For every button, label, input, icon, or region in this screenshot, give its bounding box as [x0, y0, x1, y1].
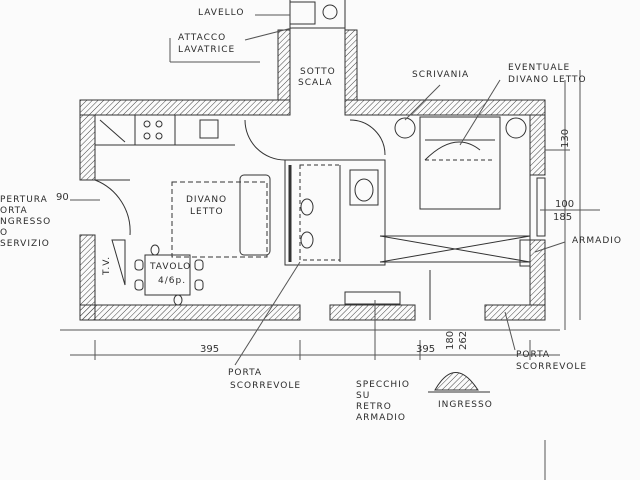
label-eventuale: EVENTUALE	[508, 63, 571, 73]
label-ingresso: INGRESSO	[438, 400, 493, 410]
label-letto: LETTO	[190, 207, 224, 217]
dining-table	[134, 244, 204, 306]
label-lavello: LAVELLO	[198, 8, 245, 18]
dim-door-90: 90	[56, 192, 69, 203]
tv-icon	[111, 239, 126, 286]
label-apertura-porta: PERTURA ORTA NGRESSO O SERVIZIO	[0, 195, 51, 250]
label-scorrevole-left: SCORREVOLE	[230, 381, 302, 391]
label-line: PERTURA	[0, 195, 48, 205]
label-lavatrice: LAVATRICE	[178, 45, 236, 55]
dimension-lines	[60, 14, 600, 480]
service-door-swing	[94, 179, 131, 236]
label-line: RETRO	[356, 402, 392, 412]
kitchen	[95, 115, 235, 146]
sofa-bed	[171, 174, 271, 258]
entrance-arrow-icon	[428, 372, 490, 393]
label-tavolo: TAVOLO	[150, 262, 192, 272]
label-tavolo-seats: 4/6p.	[158, 276, 187, 286]
bedroom	[379, 116, 531, 267]
label-line: ORTA	[0, 206, 28, 216]
label-line: SU	[356, 391, 371, 401]
label-line: O	[0, 228, 9, 238]
stair-corridor	[277, 0, 358, 101]
dim-180: 180	[445, 330, 456, 350]
dim-185: 185	[553, 212, 573, 223]
label-line: SPECCHIO	[356, 380, 410, 390]
bathroom-door-swing	[244, 119, 286, 161]
mirror-wardrobe	[344, 291, 401, 305]
label-scala: SCALA	[298, 78, 333, 88]
label-line: SERVIZIO	[0, 239, 50, 249]
label-armadio: ARMADIO	[572, 236, 623, 246]
dim-130: 130	[560, 128, 571, 148]
label-porta-left: PORTA	[228, 368, 263, 378]
label-scorrevole-right: SCORREVOLE	[516, 362, 588, 372]
label-attacco: ATTACCO	[178, 33, 227, 43]
dim-395-right: 395	[416, 344, 436, 355]
leader-lines	[234, 79, 566, 366]
bathroom	[284, 159, 386, 266]
label-divano: DIVANO	[186, 195, 228, 205]
label-specchio: SPECCHIO SU RETRO ARMADIO	[356, 380, 410, 424]
label-sotto: SOTTO	[300, 67, 336, 77]
label-line: ARMADIO	[356, 413, 407, 423]
label-scrivania: SCRIVANIA	[412, 70, 470, 80]
label-divano-letto-bedroom: DIVANO LETTO	[508, 75, 587, 85]
sink-icon	[322, 4, 338, 20]
label-porta-right: PORTA	[516, 350, 551, 360]
dim-100: 100	[555, 199, 575, 210]
dim-395-left: 395	[200, 344, 220, 355]
label-tv: T.V.	[102, 255, 112, 275]
label-line: NGRESSO	[0, 217, 52, 227]
outer-walls	[79, 99, 546, 321]
dim-262: 262	[458, 330, 469, 350]
